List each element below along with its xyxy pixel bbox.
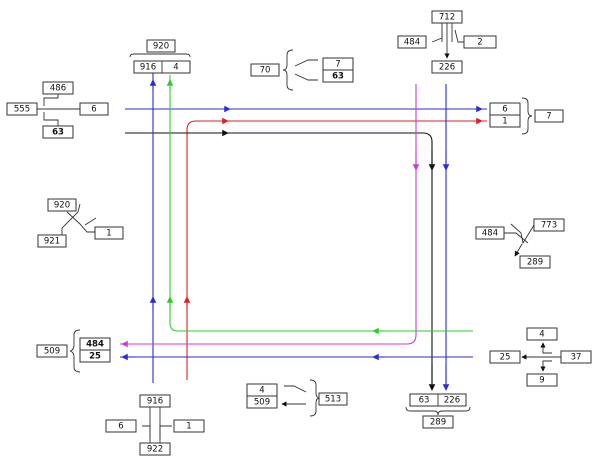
label-bottom-right: 1 <box>186 422 191 432</box>
node-right-top: 6 1 7 <box>489 97 564 135</box>
node-top-left: 920 916 4 <box>129 39 191 74</box>
label-left-bottom-a: 484 <box>86 340 104 350</box>
label-left-bottom-b: 25 <box>89 352 101 362</box>
label-bottom-total: 922 <box>147 445 163 455</box>
label-top-right-total: 712 <box>439 13 455 23</box>
label-cross-right-top: 773 <box>541 221 557 231</box>
label-mid-bottom-b: 509 <box>254 398 270 408</box>
node-bottom: 916 6 1 922 <box>105 394 205 456</box>
flow-black <box>125 132 433 390</box>
label-bottom-left: 6 <box>118 422 123 432</box>
label-top-left-a: 916 <box>140 63 156 73</box>
node-left: 555 486 6 63 <box>6 81 109 139</box>
label-right-bottom-left: 25 <box>500 353 511 363</box>
label-right-top-b: 1 <box>502 117 507 127</box>
flow-lines <box>120 62 487 391</box>
label-cross-right-bottom: 289 <box>527 258 543 268</box>
node-mid-bottom: 4 509 513 <box>246 379 348 417</box>
label-top-right-out: 226 <box>439 63 455 73</box>
label-top-mid-b: 63 <box>332 72 344 82</box>
label-cross-left-top: 920 <box>54 201 70 211</box>
label-left-up: 486 <box>50 84 66 94</box>
label-top-mid-sum: 70 <box>260 66 271 76</box>
label-left-in: 555 <box>14 105 30 115</box>
label-cross-left-right: 1 <box>106 229 111 239</box>
label-mid-bottom-a: 4 <box>259 386 264 396</box>
label-top-right-right: 2 <box>477 38 482 48</box>
label-top-left-sum: 920 <box>153 42 169 52</box>
label-bottom-right-a: 63 <box>419 396 430 406</box>
label-mid-bottom-sum: 513 <box>325 395 341 405</box>
label-right-bottom-down: 9 <box>539 376 544 386</box>
node-top-right: 712 484 2 226 <box>397 10 497 74</box>
label-bottom-top: 916 <box>147 397 163 407</box>
node-right-bottom: 37 4 25 9 <box>489 327 592 387</box>
node-top-mid: 70 7 63 <box>250 49 354 91</box>
node-left-bottom: 509 484 25 <box>36 329 111 373</box>
label-cross-right-left: 484 <box>482 229 498 239</box>
flow-red <box>186 120 487 380</box>
node-bottom-right: 63 226 289 <box>405 393 471 429</box>
node-cross-left: 920 921 1 <box>37 198 124 248</box>
label-top-right-left: 484 <box>404 38 420 48</box>
flow-green <box>169 75 473 332</box>
label-right-bottom-in: 37 <box>571 353 582 363</box>
label-bottom-right-sum: 289 <box>430 418 446 428</box>
label-left-bottom-sum: 509 <box>44 347 60 357</box>
node-cross-right: 484 773 289 <box>475 218 565 269</box>
label-top-mid-a: 7 <box>335 60 340 70</box>
flow-magenta <box>120 84 417 345</box>
label-left-down: 63 <box>52 128 64 138</box>
label-right-bottom-up: 4 <box>539 330 544 340</box>
label-cross-left-bottom: 921 <box>44 237 60 247</box>
label-top-left-b: 4 <box>173 63 178 73</box>
label-left-right: 6 <box>91 105 96 115</box>
label-right-top-sum: 7 <box>546 112 551 122</box>
label-bottom-right-b: 226 <box>444 396 460 406</box>
label-right-top-a: 6 <box>502 105 507 115</box>
